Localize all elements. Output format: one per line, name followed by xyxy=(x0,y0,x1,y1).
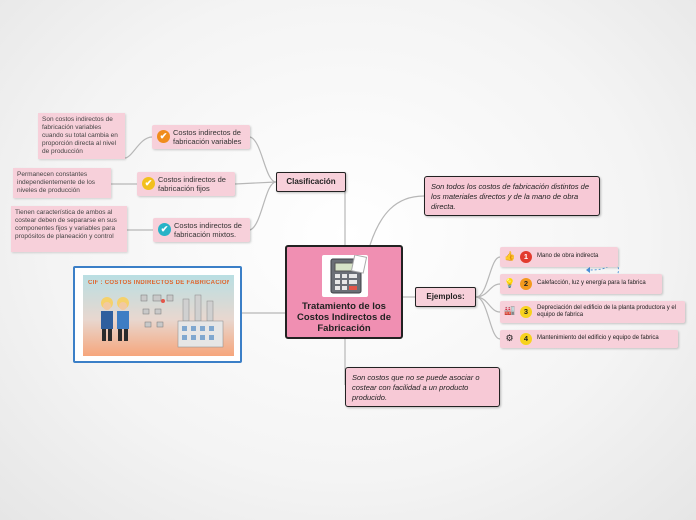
clasificacion-mixto[interactable]: ✔ Costos indirectos de fabricación mixto… xyxy=(153,218,250,242)
lightbulb-icon: 💡 xyxy=(504,278,516,288)
check-icon: ✔ xyxy=(142,177,155,190)
central-title: Tratamiento de los Costos Indirectos de … xyxy=(297,301,391,334)
banner-image: CIF : COSTOS INDIRECTOS DE FABRICACIÓN xyxy=(83,275,234,356)
calculator-icon xyxy=(322,254,368,297)
ejemplo-text: Mantenimiento del edificio y equipo de f… xyxy=(537,335,659,341)
ejemplo-text: Depreciación del edificio de la planta p… xyxy=(537,305,677,318)
clasificacion-mixto-label: Costos indirectos de fabricación mixtos. xyxy=(174,221,242,239)
image-card[interactable]: CIF : COSTOS INDIRECTOS DE FABRICACIÓN xyxy=(73,266,242,363)
clasificacion-variable-label: Costos indirectos de fabricación variabl… xyxy=(173,128,242,146)
ejemplo-item-4[interactable]: ⚙ 4 Mantenimiento del edificio y equipo … xyxy=(500,330,678,348)
clasificacion-node[interactable]: Clasificación xyxy=(276,172,346,192)
definition-note[interactable]: Son todos los costos de fabricación dist… xyxy=(424,176,600,216)
thumbs-up-icon: 👍 xyxy=(504,251,516,261)
number-badge: 3 xyxy=(520,306,532,318)
ejemplo-text: Mano de obra indirecta xyxy=(537,253,599,259)
clasificacion-fijo[interactable]: ✔ Costos indirectos de fabricación fijos xyxy=(137,172,235,196)
ejemplo-text: Calefacción, luz y energía para la fabri… xyxy=(537,280,646,286)
factory-illustration-icon xyxy=(101,294,224,348)
variable-description[interactable]: Son costos indirectos de fabricación var… xyxy=(38,113,125,159)
clasificacion-variable[interactable]: ✔ Costos indirectos de fabricación varia… xyxy=(152,125,250,149)
number-badge: 4 xyxy=(520,333,532,345)
ejemplo-item-3[interactable]: 🏭 3 Depreciación del edificio de la plan… xyxy=(500,301,685,323)
check-icon: ✔ xyxy=(157,130,170,143)
ejemplo-item-1[interactable]: 👍 1 Mano de obra indirecta xyxy=(500,247,618,267)
fijo-description[interactable]: Permanecen constantes independientemente… xyxy=(13,168,111,198)
ejemplo-item-2[interactable]: 💡 2 Calefacción, luz y energía para la f… xyxy=(500,274,662,294)
clasificacion-fijo-label: Costos indirectos de fabricación fijos xyxy=(158,175,226,193)
number-badge: 2 xyxy=(520,278,532,290)
banner-title: CIF : COSTOS INDIRECTOS DE FABRICACIÓN xyxy=(88,280,229,286)
check-icon: ✔ xyxy=(158,223,171,236)
number-badge: 1 xyxy=(520,251,532,263)
gear-icon: ⚙ xyxy=(505,333,514,343)
ejemplos-node[interactable]: Ejemplos: xyxy=(415,287,476,307)
mixto-description[interactable]: Tienen característica de ambos al costea… xyxy=(11,206,127,252)
central-topic[interactable]: Tratamiento de los Costos Indirectos de … xyxy=(285,245,403,339)
factory-icon: 🏭 xyxy=(504,305,516,315)
bottom-note[interactable]: Son costos que no se puede asociar o cos… xyxy=(345,367,500,407)
